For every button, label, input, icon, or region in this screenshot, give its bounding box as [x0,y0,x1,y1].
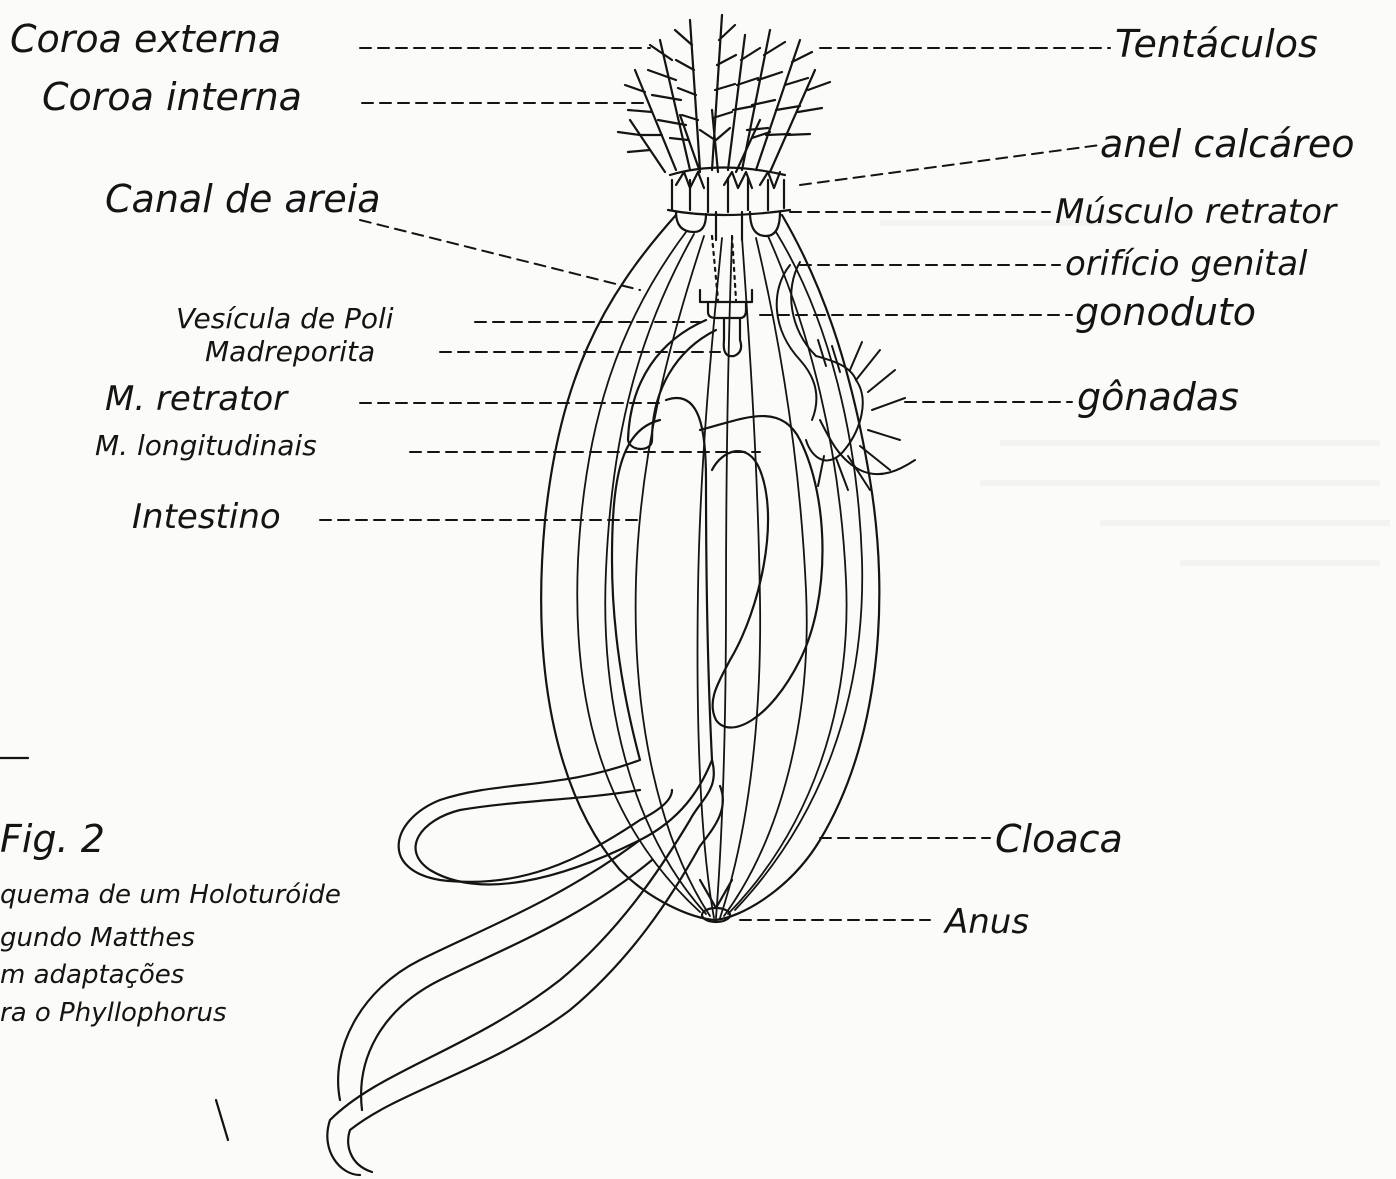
gonads [777,262,915,490]
label-musculo-retrator: Músculo retrator [1055,195,1336,229]
caption-line-3: m adaptações [0,962,184,988]
label-anus: Anus [945,905,1029,939]
label-gonadas: gônadas [1077,378,1239,416]
label-tentaculos: Tentáculos [1115,25,1318,63]
intestine [327,320,822,1175]
stray-mark [216,1100,228,1140]
label-anel-calcareo: anel calcáreo [1100,125,1355,163]
label-cloaca: Cloaca [995,820,1123,858]
label-intestino: Intestino [132,500,281,534]
label-m-retrator: M. retrator [105,382,287,416]
caption-title: Fig. 2 [0,820,105,858]
leader-lines [320,48,1110,920]
caption-line-1: quema de um Holoturóide [0,882,341,908]
label-orificio-genital: orifício genital [1065,247,1308,281]
label-madreporita: Madreporita [205,338,375,366]
polian-vesicle [700,290,752,356]
calcareous-ring [668,168,790,216]
label-gonoduto: gonoduto [1075,293,1256,331]
label-coroa-externa: Coroa externa [10,20,281,58]
caption-line-2: gundo Matthes [0,925,195,951]
retractor-bulbs [676,212,780,240]
body-outline [541,215,879,920]
tentacle-crown [618,15,830,172]
label-m-longitudinais: M. longitudinais [95,432,317,460]
leader-canal-de-areia [360,220,640,290]
leader-anel-calcareo [800,145,1100,185]
label-coroa-interna: Coroa interna [42,78,302,116]
label-canal-de-areia: Canal de areia [105,180,381,218]
caption-line-4: ra o Phyllophorus [0,1000,227,1026]
label-vesicula-de-poli: Vesícula de Poli [176,305,394,333]
